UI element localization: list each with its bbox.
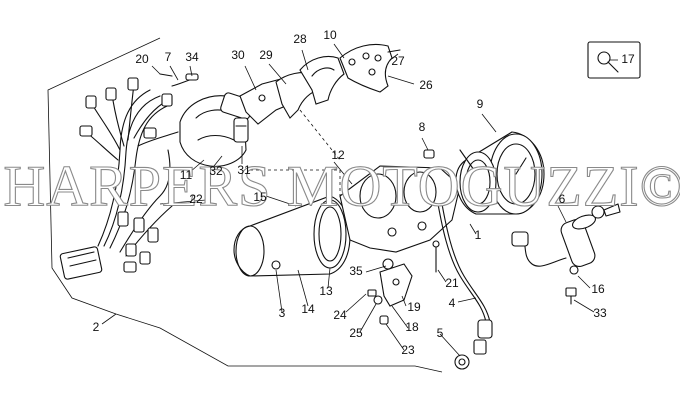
callout-30: 30: [231, 48, 245, 62]
callout-12: 12: [331, 148, 345, 162]
callout-16: 16: [591, 282, 605, 296]
harness-group-bracket: [47, 37, 443, 373]
callout-29: 29: [259, 48, 273, 62]
assembly-lines: [250, 109, 341, 200]
callout-33: 33: [593, 306, 607, 320]
callout-2: 2: [93, 320, 100, 334]
wiring-harness: [59, 73, 199, 280]
callout-22: 22: [189, 192, 203, 206]
callout-15: 15: [253, 190, 267, 204]
bracket-hardware: [367, 240, 440, 325]
callout-31: 31: [237, 163, 251, 177]
instrument-panel: [233, 165, 461, 277]
callout-32: 32: [209, 164, 223, 178]
ignition-switch: [511, 203, 621, 305]
fixing-plates: [239, 43, 401, 125]
callout-11: 11: [180, 168, 193, 182]
callout-34: 34: [185, 50, 199, 64]
callout-21: 21: [445, 276, 459, 290]
callout-8: 8: [419, 120, 426, 134]
callout-26: 26: [419, 78, 433, 92]
callout-19: 19: [407, 300, 421, 314]
callout-9: 9: [477, 97, 484, 111]
callout-28: 28: [293, 32, 307, 46]
callout-23: 23: [401, 343, 415, 357]
callout-17: 17: [621, 52, 635, 66]
callout-10: 10: [323, 28, 337, 42]
callout-25: 25: [349, 326, 363, 340]
callout-3: 3: [279, 306, 286, 320]
speedo-cable: [437, 203, 493, 370]
watermark: HARPERS MOTOGUZZI©: [3, 153, 680, 218]
switch-housing: [179, 92, 254, 167]
callout-20: 20: [135, 52, 149, 66]
callout-27: 27: [391, 54, 405, 68]
callout-14: 14: [301, 302, 315, 316]
leader-lines: [151, 43, 618, 357]
callout-5: 5: [437, 326, 444, 340]
callout-1: 1: [475, 228, 482, 242]
callout-6: 6: [559, 192, 566, 206]
callout-4: 4: [449, 296, 456, 310]
callout-7: 7: [165, 50, 172, 64]
part-callouts: 20 7 34 30 29 28 10 27 26 17 9 8 11 32 3…: [93, 28, 635, 357]
callout-35: 35: [349, 264, 363, 278]
callout-18: 18: [405, 320, 419, 334]
callout-24: 24: [333, 308, 347, 322]
key-inset-box: [587, 41, 641, 79]
callout-13: 13: [319, 284, 333, 298]
gauge: [423, 131, 545, 215]
